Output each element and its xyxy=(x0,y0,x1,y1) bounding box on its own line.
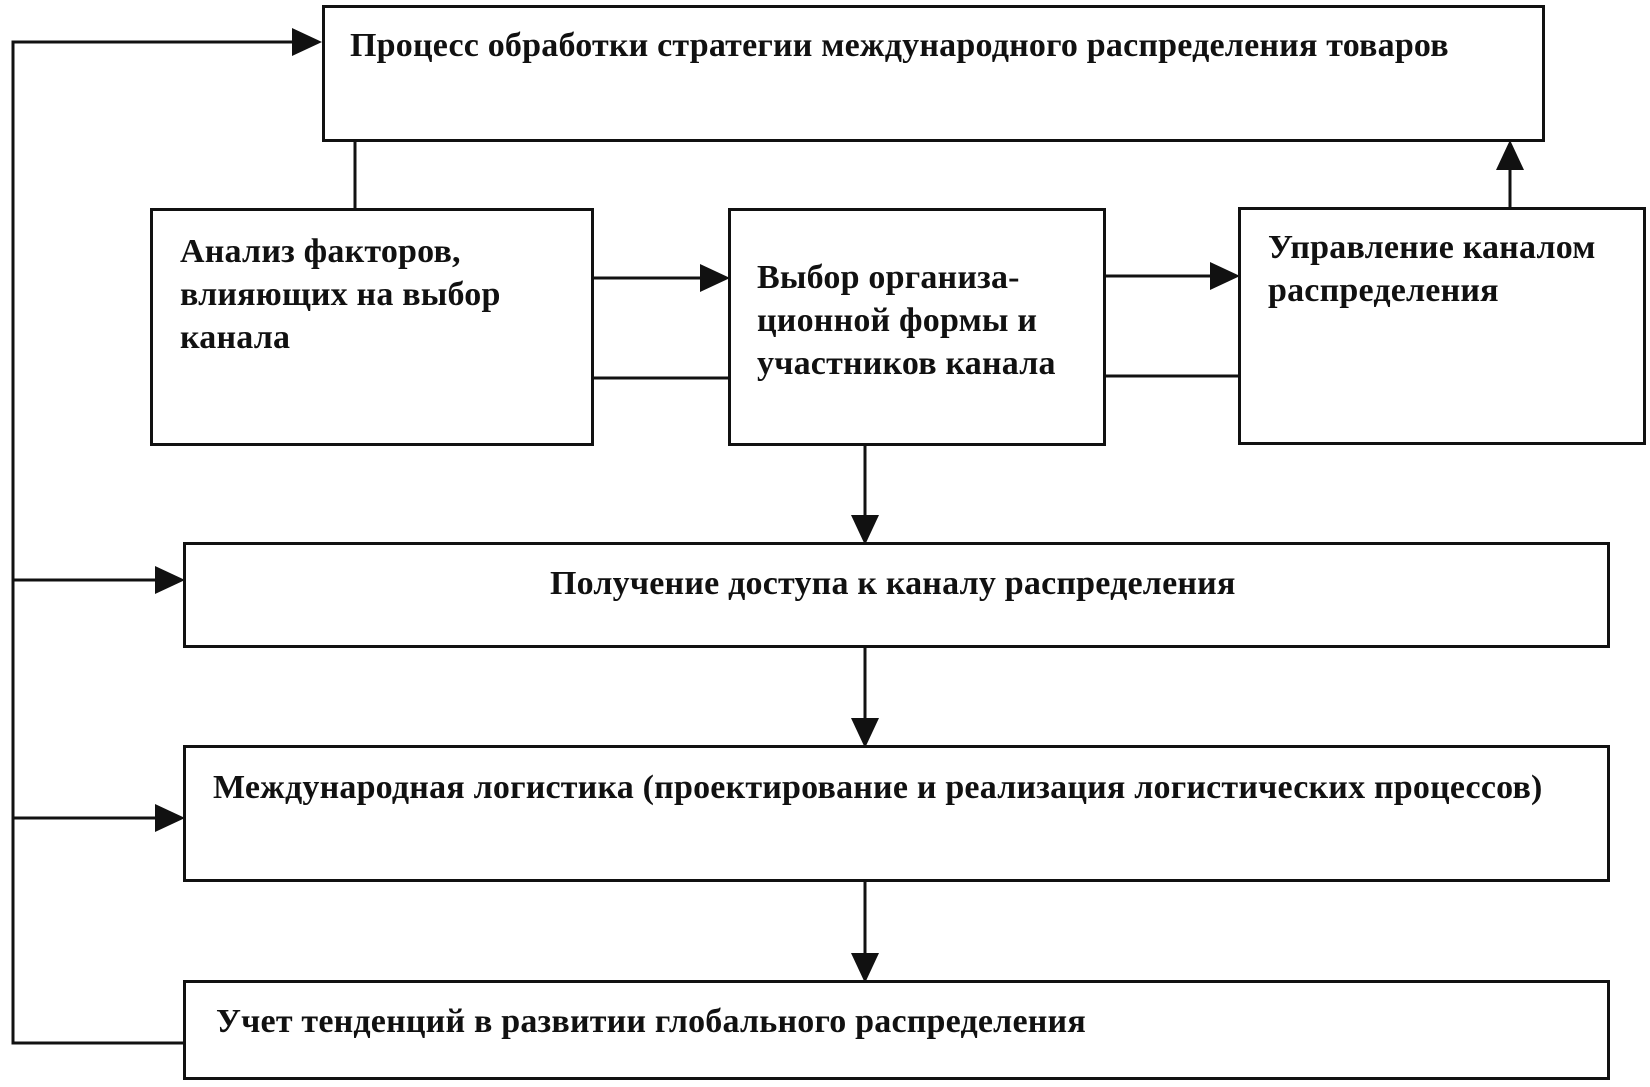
arrowhead-right xyxy=(155,566,185,594)
arrowhead-right xyxy=(700,264,730,292)
analysis-label-line: канала xyxy=(180,319,291,356)
choice-label-line: ционной формы и xyxy=(757,302,1038,339)
arrowhead-down xyxy=(851,953,879,983)
analysis-label-line: Анализ факторов, xyxy=(180,233,461,270)
strategy-box xyxy=(322,5,1545,142)
analysis-label-line: влияющих на выбор xyxy=(180,276,501,313)
analysis-box xyxy=(150,208,594,446)
choice-label: Выбор организа- ционной формы и участник… xyxy=(757,256,1056,385)
analysis-label: Анализ факторов, влияющих на выбор канал… xyxy=(180,230,501,359)
management-label-line: Управление каналом xyxy=(1268,229,1596,266)
management-label: Управление каналом распределения xyxy=(1268,226,1596,312)
choice-label-line: Выбор организа- xyxy=(757,259,1020,296)
arrowhead-right xyxy=(155,804,185,832)
arrowhead-down xyxy=(851,515,879,545)
trends-label: Учет тенденций в развитии глобального ра… xyxy=(216,1003,1086,1040)
arrowhead-down xyxy=(851,718,879,748)
access-box xyxy=(183,542,1610,648)
access-label: Получение доступа к каналу распределения xyxy=(550,565,1236,602)
arrowhead-up xyxy=(1496,140,1524,170)
logistics-box xyxy=(183,745,1610,882)
arrowhead-right xyxy=(1210,262,1240,290)
arrowhead-right xyxy=(292,28,322,56)
management-label-line: распределения xyxy=(1268,272,1499,309)
strategy-label: Процесс обработки стратегии международно… xyxy=(350,27,1449,64)
feedback-line xyxy=(11,40,295,1045)
trends-box xyxy=(183,980,1610,1080)
choice-label-line: участников канала xyxy=(757,345,1056,382)
management-box xyxy=(1238,207,1646,445)
choice-box xyxy=(728,208,1106,446)
logistics-label: Международная логистика (проектирование … xyxy=(213,769,1543,806)
